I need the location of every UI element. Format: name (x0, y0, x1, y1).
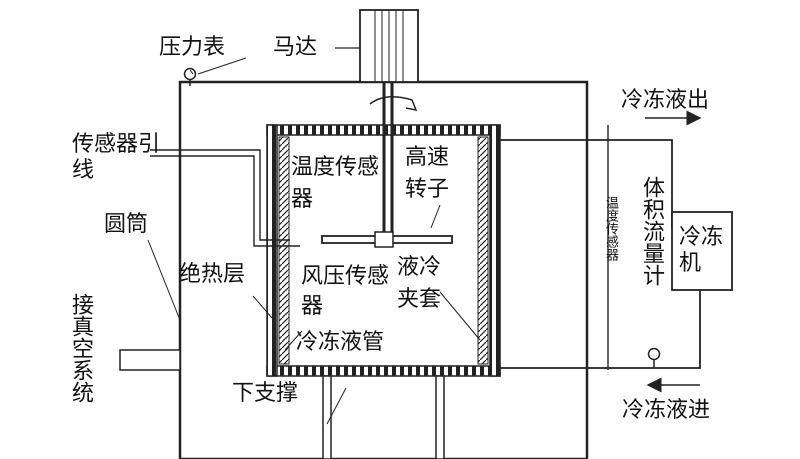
label-lower-support: 下支撑 (232, 381, 299, 406)
coolant-pipes (500, 125, 701, 370)
label-sensor-lead: 传感器引线 (72, 132, 161, 183)
label-rotor: 高速转子 (405, 145, 450, 202)
label-wind-pressure-sensor: 风压传感器 (301, 264, 390, 319)
label-volume-flowmeter: 体积流量计 (639, 176, 664, 286)
flowmeter-gauge-icon (647, 347, 661, 368)
motor-icon (335, 9, 419, 83)
label-coolant-pipe: 冷冻液管 (296, 330, 385, 355)
rotor-icon (321, 82, 453, 248)
lower-support (322, 375, 445, 459)
pressure-gauge-icon (183, 67, 197, 86)
label-motor: 马达 (273, 35, 318, 60)
leader-lines (147, 57, 481, 425)
chiller-box (671, 211, 733, 291)
label-temp-sensor: 温度传感器 (291, 155, 380, 212)
label-chiller: 冷冻机 (679, 225, 724, 276)
label-coolant-in: 冷冻液进 (622, 398, 711, 423)
sensor-lead-wire-2 (150, 155, 300, 247)
vacuum-pipe (119, 349, 181, 371)
sensor-lead-wire (150, 149, 290, 241)
label-insulation: 绝热层 (179, 262, 246, 287)
label-coolant-out: 冷冻液出 (621, 88, 710, 113)
label-cylinder: 圆筒 (104, 212, 149, 237)
label-liquid-jacket: 液冷夹套 (397, 255, 442, 312)
label-vacuum-system: 接真空系统 (68, 293, 93, 403)
label-pressure-gauge: 压力表 (159, 35, 226, 60)
label-vertical-temp-sensor: 温度传感器 (603, 196, 618, 261)
